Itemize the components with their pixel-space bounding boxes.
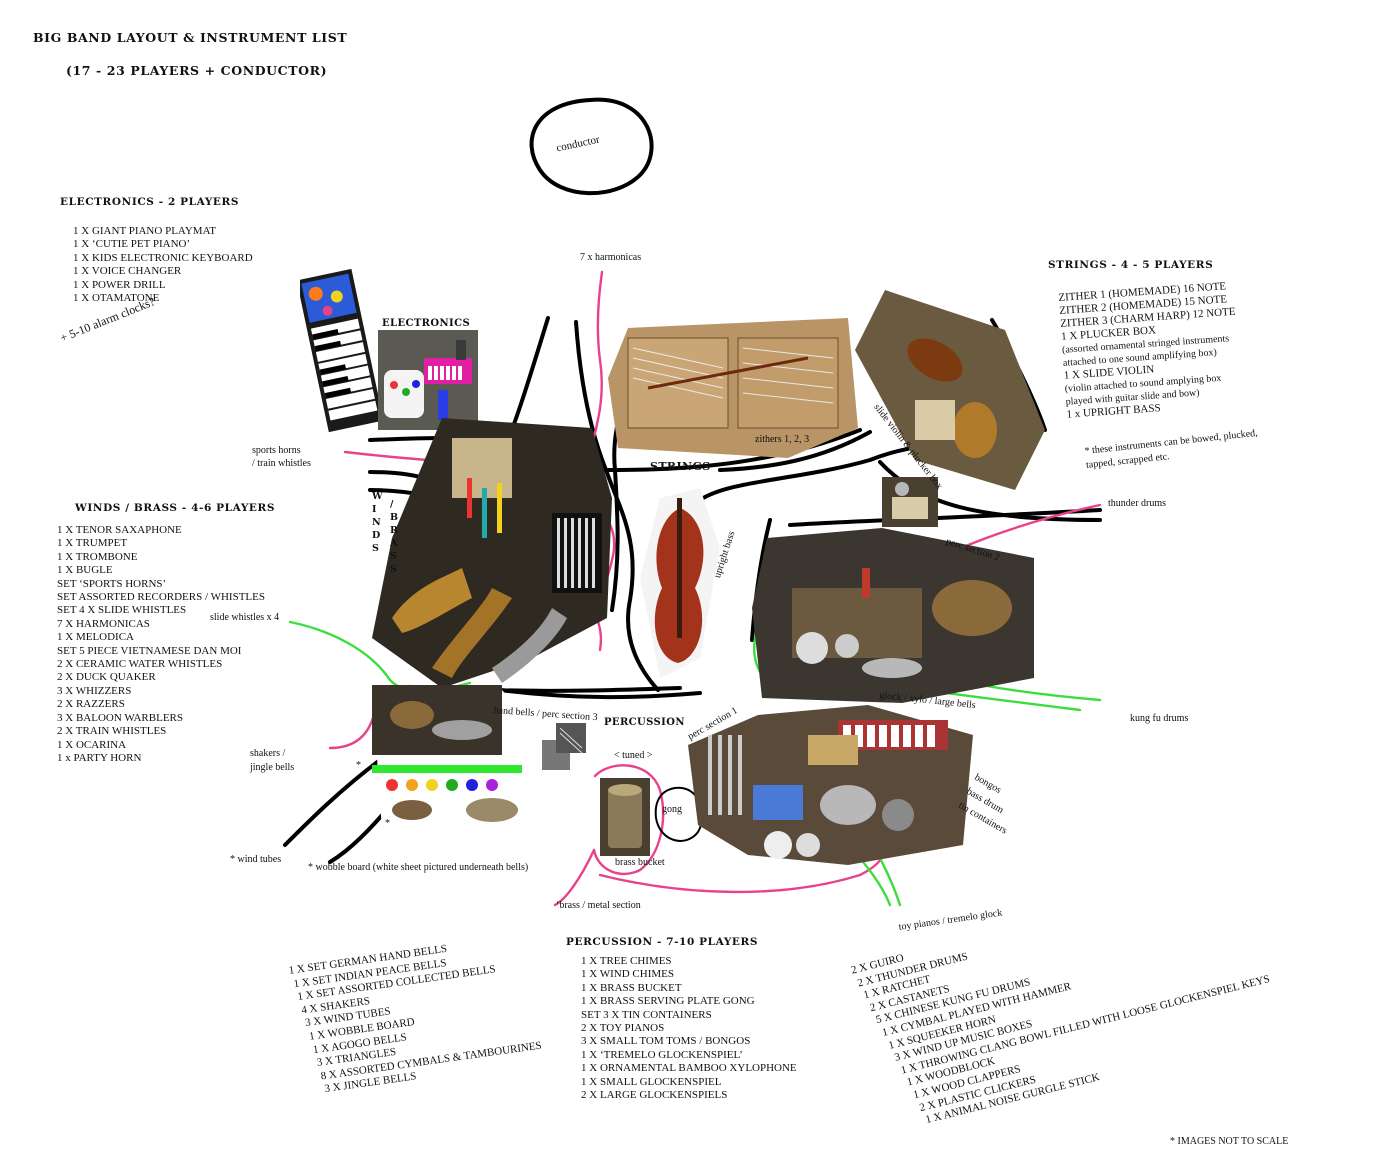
list-item: 1 X BRASS BUCKET [581, 981, 682, 994]
list-item: 2 X TOY PIANOS [581, 1022, 665, 1035]
list-item: 7 X HARMONICAS [57, 617, 150, 630]
title-line-2: (17 - 23 PLAYERS + CONDUCTOR) [66, 63, 328, 78]
list-item: 2 X CERAMIC WATER WHISTLES [57, 658, 223, 671]
winds-vertical-label: W I N D S [372, 491, 384, 554]
sports-horns-label: sports horns [252, 445, 301, 456]
list-item: 1 X ORNAMENTAL BAMBOO XYLOPHONE [581, 1062, 797, 1075]
list-item: 1 X POWER DRILL [73, 278, 166, 291]
list-item: 1 X BRASS SERVING PLATE GONG [581, 995, 755, 1008]
electronics-toys-image [378, 330, 478, 430]
harmonicas-label: 7 x harmonicas [580, 252, 642, 263]
list-item: 3 X SMALL TOM TOMS / BONGOS [581, 1035, 751, 1048]
winds-list: 1 X TENOR SAXAPHONE 1 X TRUMPET 1 X TROM… [57, 524, 265, 765]
thunder-drums-label: thunder drums [1108, 498, 1167, 509]
strings-section-label: STRINGS [650, 460, 711, 473]
electronics-heading: ELECTRONICS - 2 PLAYERS [60, 196, 240, 208]
winds-heading: WINDS / BRASS - 4-6 PLAYERS [75, 502, 276, 514]
list-item: 1 X VOICE CHANGER [73, 265, 182, 278]
zithers-label: zithers 1, 2, 3 [755, 434, 810, 445]
jingle-bells-label: jingle bells [250, 762, 295, 773]
upright-bass-image [640, 488, 720, 678]
list-item: 1 X TROMBONE [57, 550, 138, 563]
small-instrument-image [556, 723, 586, 753]
list-item: 1 X TREE CHIMES [581, 955, 672, 967]
shakers-label: shakers / [250, 748, 286, 759]
slide-violin-image [855, 290, 1045, 490]
list-item: SET 3 X TIN CONTAINERS [581, 1008, 712, 1021]
kung-fu-drums-label: kung fu drums [1130, 713, 1189, 724]
list-item: 2 X TRAIN WHISTLES [57, 725, 167, 738]
percussion-heading: PERCUSSION - 7-10 PLAYERS [566, 936, 759, 948]
winds-brass-image [372, 418, 612, 693]
electronics-list: 1 X GIANT PIANO PLAYMAT 1 X ‘CUTIE PET P… [73, 225, 253, 305]
list-item: 1 X ‘CUTIE PET PIANO’ [73, 238, 191, 251]
list-item: 1 X TENOR SAXAPHONE [57, 524, 182, 536]
hand-bells-image [372, 685, 587, 830]
asterisk-marker: * [356, 760, 361, 771]
list-item: 1 X ‘TREMELO GLOCKENSPIEL’ [581, 1048, 743, 1061]
wobble-board-label: * wobble board (white sheet pictured und… [308, 862, 529, 873]
zithers-image [608, 318, 858, 458]
list-item: 3 X WHIZZERS [57, 684, 132, 697]
list-item: 2 X DUCK QUAKER [57, 671, 156, 684]
list-item: 1 X TRUMPET [57, 537, 128, 550]
list-item: 1 X OCARINA [57, 738, 127, 751]
perc-section-1-image [688, 705, 973, 865]
asterisk-marker: * [385, 818, 390, 829]
brass-vertical-label: / B R A S S [390, 499, 399, 575]
list-item: 1 X MELODICA [57, 631, 134, 644]
percussion-list: 1 X TREE CHIMES 1 X WIND CHIMES 1 X BRAS… [581, 955, 797, 1102]
list-item: 1 X OTAMATONE [73, 292, 160, 305]
list-item: 1 X SMALL GLOCKENSPIEL [581, 1075, 722, 1088]
thunder-drums-image [882, 477, 938, 527]
list-item: SET ASSORTED RECORDERS / WHISTLES [57, 591, 265, 604]
list-item: 3 X BALOON WARBLERS [57, 711, 184, 724]
tuned-label: < tuned > [614, 750, 653, 761]
brass-bucket-image [600, 778, 650, 856]
percussion-section-label: PERCUSSION [604, 717, 685, 728]
list-item: SET ‘SPORTS HORNS’ [57, 577, 167, 590]
title-line-1: BIG BAND LAYOUT & INSTRUMENT LIST [33, 30, 348, 45]
list-item: 1 X BUGLE [57, 564, 113, 577]
list-item: 1 x PARTY HORN [57, 751, 142, 764]
brass-metal-section-label: ‘brass / metal section [556, 900, 641, 911]
perc-section-2-image [752, 528, 1034, 703]
list-item: 1 X WIND CHIMES [581, 968, 674, 981]
conductor-circle [529, 97, 654, 196]
list-item: SET 4 X SLIDE WHISTLES [57, 604, 187, 617]
brass-bucket-label: brass bucket [615, 857, 665, 868]
gong-label: gong [662, 804, 682, 815]
list-item: 1 X GIANT PIANO PLAYMAT [73, 225, 217, 237]
strings-list: ZITHER 1 (HOMEMADE) 16 NOTE ZITHER 2 (HO… [1058, 280, 1242, 422]
list-item: 1 X KIDS ELECTRONIC KEYBOARD [73, 251, 253, 264]
wind-tubes-label: * wind tubes [230, 854, 282, 865]
train-whistles-label: / train whistles [252, 458, 311, 469]
slide-whistles-label: slide whistles x 4 [210, 612, 280, 623]
strings-heading: STRINGS - 4 - 5 PLAYERS [1048, 259, 1214, 271]
list-item: 2 X LARGE GLOCKENSPIELS [581, 1089, 728, 1102]
list-item: 2 X RAZZERS [57, 698, 125, 711]
piano-playmat-image [300, 265, 380, 435]
list-item: SET 5 PIECE VIETNAMESE DAN MOI [57, 644, 242, 657]
footnote: * IMAGES NOT TO SCALE [1170, 1136, 1289, 1147]
electronics-section-label: ELECTRONICS [382, 318, 471, 329]
